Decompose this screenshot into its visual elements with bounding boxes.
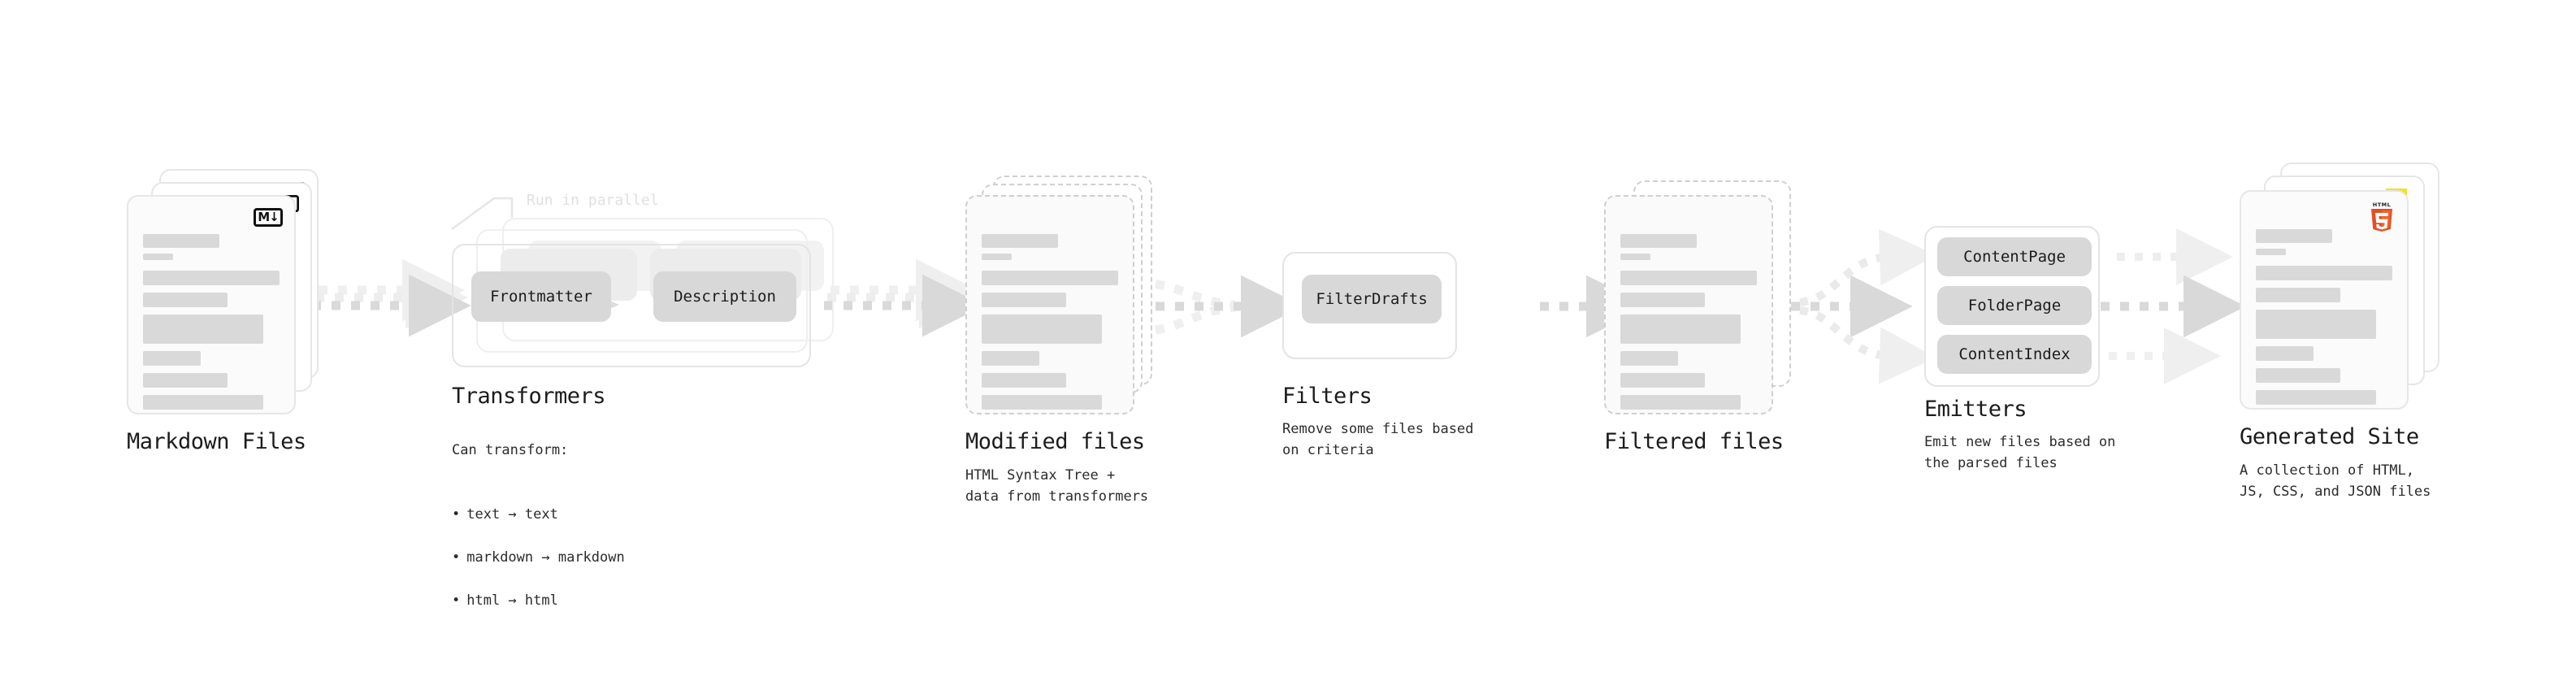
emitter-pill-contentindex[interactable]: ContentIndex [1937, 335, 2092, 374]
emitter-pill-contentindex-label: ContentIndex [1958, 345, 2071, 363]
site-card-front: HTML [2240, 190, 2409, 410]
transformers-bullet-1: markdown → markdown [452, 547, 624, 568]
emitter-pill-contentpage-label: ContentPage [1963, 248, 2066, 266]
emitter-pill-folderpage-label: FolderPage [1967, 297, 2062, 314]
label-modified-files: Modified files [965, 429, 1145, 454]
label-filtered-files: Filtered files [1604, 429, 1784, 454]
transformers-bullets: text → text markdown → markdown html → h… [452, 483, 625, 632]
emitter-pill-contentpage[interactable]: ContentPage [1937, 237, 2092, 276]
emitter-pill-folderpage[interactable]: FolderPage [1937, 286, 2092, 325]
label-emitters: Emitters [1924, 397, 2027, 422]
stage-filters-box: FilterDrafts [1282, 252, 1457, 359]
modified-card-front [965, 195, 1134, 414]
label-markdown-files: Markdown Files [127, 429, 306, 454]
filtered-card-front [1604, 195, 1773, 414]
emitters-description: Emit new files based on the parsed files [1924, 434, 2116, 472]
modified-files-description: HTML Syntax Tree + data from transformer… [965, 467, 1149, 505]
arrow-emitters-to-site [2101, 228, 2246, 384]
transformers-bullet-2: html → html [452, 590, 625, 611]
transformer-pill-frontmatter-label: Frontmatter [490, 288, 592, 306]
site-card-content [2256, 229, 2392, 405]
generated-site-description: A collection of HTML, JS, CSS, and JSON … [2240, 462, 2431, 501]
transformers-description: Can transform: text → text markdown → ma… [452, 419, 625, 654]
arrow-transformers-to-modified [824, 258, 985, 337]
filter-pill-filterdrafts[interactable]: FilterDrafts [1302, 275, 1442, 323]
markdown-card-content [143, 234, 280, 410]
modified-card-content [982, 234, 1118, 410]
label-filters: Filters [1282, 384, 1373, 409]
label-generated-site: Generated Site [2240, 424, 2419, 449]
filter-pill-filterdrafts-label: FilterDrafts [1316, 290, 1428, 308]
transformers-subtitle: Can transform: [452, 442, 569, 459]
markdown-icon: M↓ [254, 208, 283, 227]
markdown-card-front: M↓ [127, 195, 296, 414]
svg-text:HTML: HTML [2373, 202, 2391, 208]
transformers-bullet-0: text → text [452, 504, 625, 525]
filtered-card-content [1620, 234, 1757, 410]
transformer-pill-description[interactable]: Description [653, 271, 796, 322]
arrow-modified-to-filters [1135, 275, 1303, 338]
label-transformers: Transformers [452, 384, 606, 409]
transformer-pill-frontmatter[interactable]: Frontmatter [471, 271, 611, 322]
filters-description: Remove some files based on criteria [1282, 421, 1474, 459]
transformers-box-front: Frontmatter Description [452, 244, 811, 367]
arrow-markdown-to-transformers [312, 258, 471, 337]
transformer-pill-description-label: Description [674, 288, 776, 306]
run-in-parallel-label: Run in parallel [527, 192, 659, 209]
html5-icon: HTML [2368, 200, 2396, 236]
stage-emitters-box: ContentPage FolderPage ContentIndex [1924, 226, 2100, 387]
